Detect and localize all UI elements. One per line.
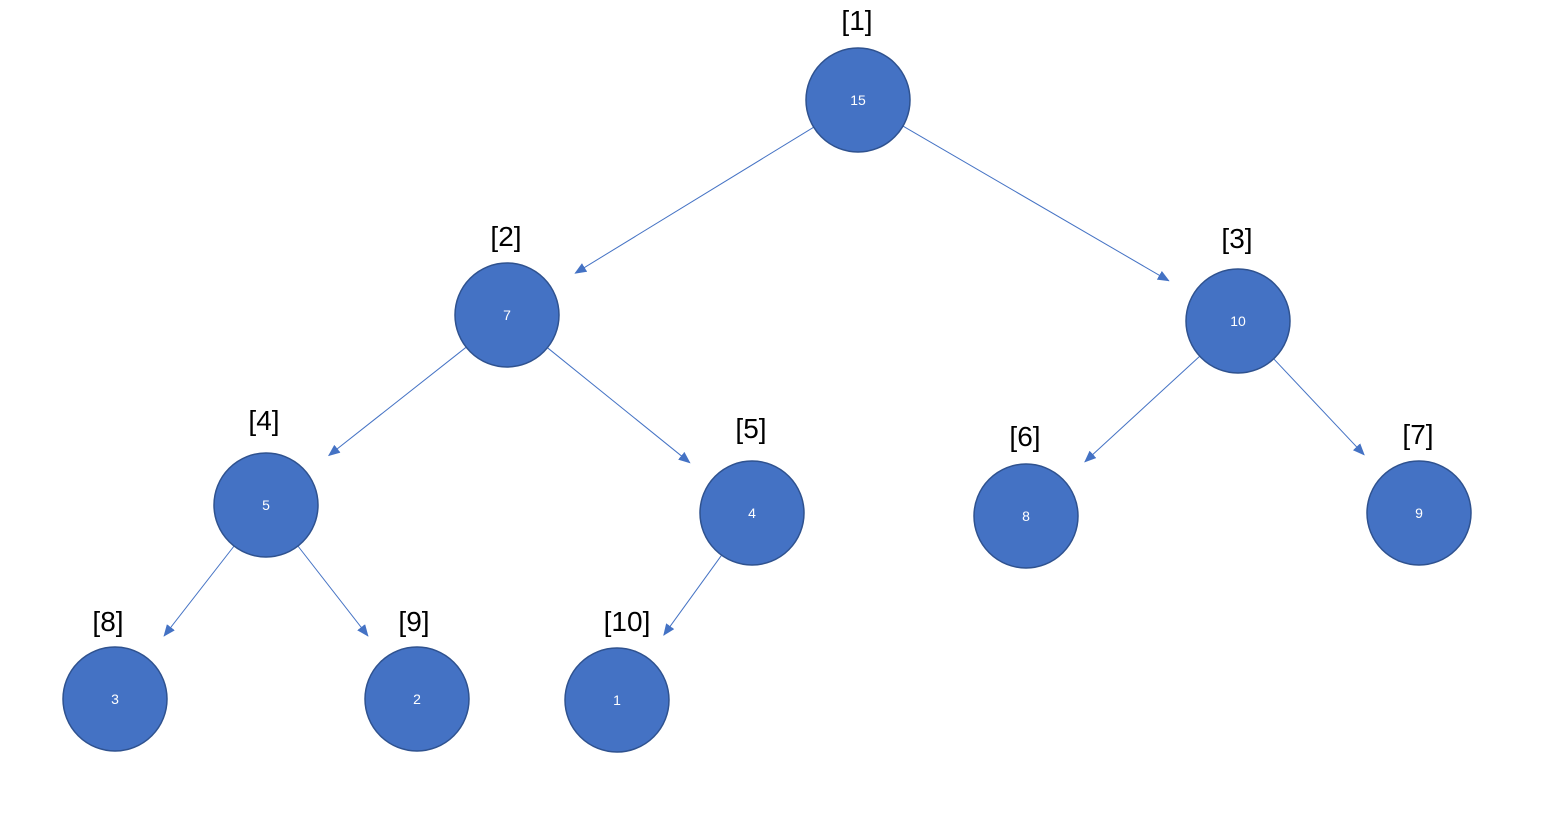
tree-node-6: 8 [6] bbox=[973, 421, 1079, 569]
node-value: 8 bbox=[1022, 508, 1030, 524]
node-index-label: [9] bbox=[398, 606, 429, 637]
node-index-label: [6] bbox=[1009, 421, 1040, 452]
tree-node-5: 4 [5] bbox=[699, 413, 805, 566]
tree-node-3: 10 [3] bbox=[1185, 223, 1291, 374]
edge-4-8 bbox=[163, 545, 235, 637]
node-circle bbox=[364, 646, 470, 752]
node-circle bbox=[1366, 460, 1472, 566]
node-value: 15 bbox=[850, 92, 866, 108]
node-index-label: [5] bbox=[735, 413, 766, 444]
node-value: 3 bbox=[111, 691, 119, 707]
node-index-label: [7] bbox=[1402, 419, 1433, 450]
node-index-label: [10] bbox=[604, 606, 651, 637]
tree-node-4: 5 [4] bbox=[213, 405, 319, 558]
node-index-label: [4] bbox=[248, 405, 279, 436]
node-circle bbox=[805, 47, 911, 153]
tree-node-1: 15 [1] bbox=[805, 5, 911, 153]
node-value: 2 bbox=[413, 691, 421, 707]
node-value: 1 bbox=[613, 692, 621, 708]
node-circle bbox=[454, 262, 560, 368]
nodes-group: 15 [1] 7 [2] 10 [3] 5 [4] 4 [5] 8 [6] bbox=[62, 5, 1472, 753]
tree-node-8: 3 [8] bbox=[62, 606, 168, 752]
node-index-label: [8] bbox=[92, 606, 123, 637]
node-circle bbox=[213, 452, 319, 558]
edge-1-2 bbox=[574, 126, 814, 274]
edges-group bbox=[163, 125, 1365, 637]
node-value: 10 bbox=[1230, 313, 1246, 329]
node-circle bbox=[699, 460, 805, 566]
edge-4-9 bbox=[297, 545, 369, 637]
node-value: 4 bbox=[748, 505, 756, 521]
edge-3-7 bbox=[1273, 358, 1365, 456]
tree-node-2: 7 [2] bbox=[454, 221, 560, 368]
edge-2-5 bbox=[547, 347, 691, 464]
node-value: 5 bbox=[262, 497, 270, 513]
edge-1-3 bbox=[902, 125, 1170, 282]
node-circle bbox=[973, 463, 1079, 569]
node-circle bbox=[62, 646, 168, 752]
tree-node-9: 2 [9] bbox=[364, 606, 470, 752]
node-circle bbox=[564, 647, 670, 753]
edge-3-6 bbox=[1084, 355, 1201, 463]
tree-node-7: 9 [7] bbox=[1366, 419, 1472, 566]
node-index-label: [3] bbox=[1221, 223, 1252, 254]
edge-5-10 bbox=[663, 554, 723, 636]
node-index-label: [1] bbox=[841, 5, 872, 36]
node-index-label: [2] bbox=[490, 221, 521, 252]
edge-2-4 bbox=[328, 346, 467, 457]
tree-node-10: 1 [10] bbox=[564, 606, 670, 753]
node-value: 7 bbox=[503, 307, 511, 323]
node-circle bbox=[1185, 268, 1291, 374]
node-value: 9 bbox=[1415, 505, 1423, 521]
